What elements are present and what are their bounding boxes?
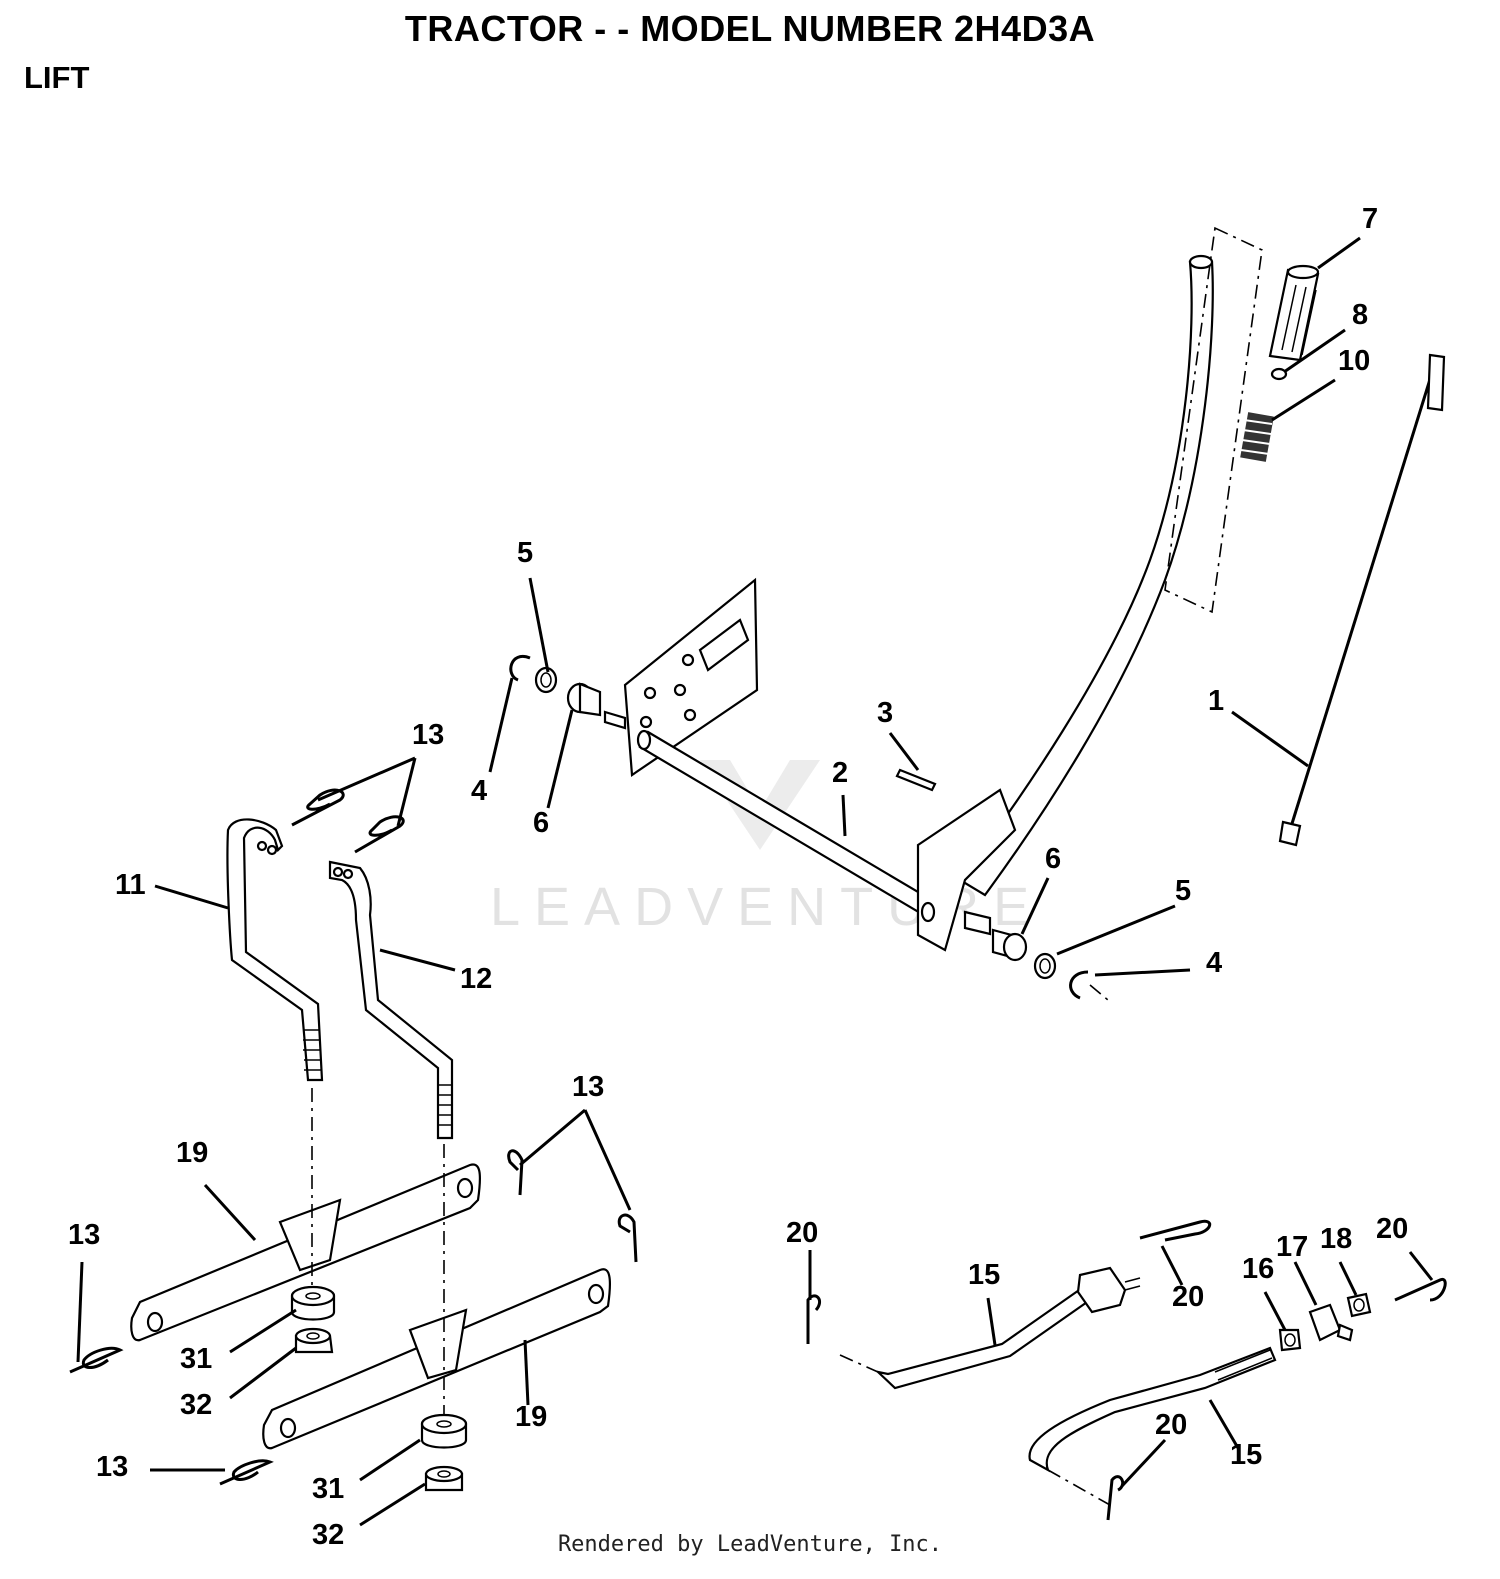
callout-5: 5	[517, 537, 533, 569]
callout-15: 15	[968, 1259, 1000, 1291]
washer-8	[1270, 367, 1288, 381]
callout-7: 7	[1362, 203, 1378, 235]
left-washer-5	[534, 666, 558, 694]
lift-arm-19-lower	[262, 1268, 611, 1450]
callout-10: 10	[1338, 345, 1370, 377]
rod-1	[1278, 353, 1446, 847]
hairpin-clips-20	[806, 1219, 1447, 1521]
callout-19: 19	[176, 1137, 208, 1169]
callout-6: 6	[533, 807, 549, 839]
lower-hairpin-clips-13	[69, 1149, 638, 1486]
lift-arm-19-upper	[130, 1163, 481, 1342]
callout-5: 5	[1175, 875, 1191, 907]
callout-11: 11	[115, 869, 146, 901]
upper-hairpin-clips-13	[291, 788, 405, 854]
callout-32: 32	[312, 1519, 344, 1551]
callout-13: 13	[96, 1451, 128, 1483]
lower-spacer-31-and-nut-32	[420, 1413, 468, 1492]
upper-spacer-31-and-nut-32	[290, 1285, 336, 1354]
callout-32: 32	[180, 1389, 212, 1421]
callout-15: 15	[1230, 1439, 1262, 1471]
right-clip-4	[1069, 970, 1109, 1001]
lift-link-15-lower	[1028, 1346, 1277, 1506]
right-washer-5	[1033, 952, 1057, 980]
trunnion-17	[1308, 1303, 1354, 1342]
page-title: TRACTOR - - MODEL NUMBER 2H4D3A	[404, 8, 1096, 49]
lift-link-11	[226, 818, 324, 1082]
callout-16: 16	[1242, 1253, 1274, 1285]
callout-12: 12	[460, 963, 492, 995]
handle-grip	[1268, 264, 1320, 362]
callout-13: 13	[68, 1219, 100, 1251]
leader-lines	[76, 236, 1434, 1527]
callout-3: 3	[877, 697, 893, 729]
centerline-dashes	[311, 1088, 445, 1420]
callout-8: 8	[1352, 299, 1368, 331]
callout-20: 20	[1376, 1213, 1408, 1245]
spring-10	[1240, 412, 1274, 462]
footer-credit: Rendered by LeadVenture, Inc.	[557, 1532, 943, 1557]
callout-20: 20	[786, 1217, 818, 1249]
nut-18	[1346, 1292, 1372, 1318]
callout-6: 6	[1045, 843, 1061, 875]
callout-31: 31	[312, 1473, 344, 1505]
roll-pin-3	[895, 768, 937, 792]
mounting-plate	[623, 577, 759, 777]
lift-link-12	[328, 860, 454, 1140]
callout-20: 20	[1172, 1281, 1204, 1313]
callout-2: 2	[832, 757, 848, 789]
handle-dashed-outline	[1164, 226, 1263, 614]
lift-link-15-upper	[839, 1266, 1141, 1390]
left-bushing-6	[566, 682, 627, 730]
callout-20: 20	[1155, 1409, 1187, 1441]
callout-13: 13	[412, 719, 444, 751]
lift-handle	[958, 254, 1214, 897]
callout-4: 4	[471, 775, 487, 807]
callout-4: 4	[1206, 947, 1222, 979]
left-clip-4	[509, 654, 531, 682]
callout-13: 13	[572, 1071, 604, 1103]
right-bushing-6	[963, 910, 1028, 962]
callout-1: 1	[1208, 685, 1224, 717]
callout-17: 17	[1276, 1231, 1308, 1263]
section-title: LIFT	[24, 60, 90, 95]
callout-31: 31	[180, 1343, 212, 1375]
handle-bracket	[916, 788, 1017, 952]
callout-19: 19	[515, 1401, 547, 1433]
nut-16	[1278, 1328, 1302, 1352]
callout-18: 18	[1320, 1223, 1352, 1255]
callouts: 7 8 10 1 5 4 6 3 2 6 5 4 13 11 12 13 19 …	[68, 203, 1408, 1551]
